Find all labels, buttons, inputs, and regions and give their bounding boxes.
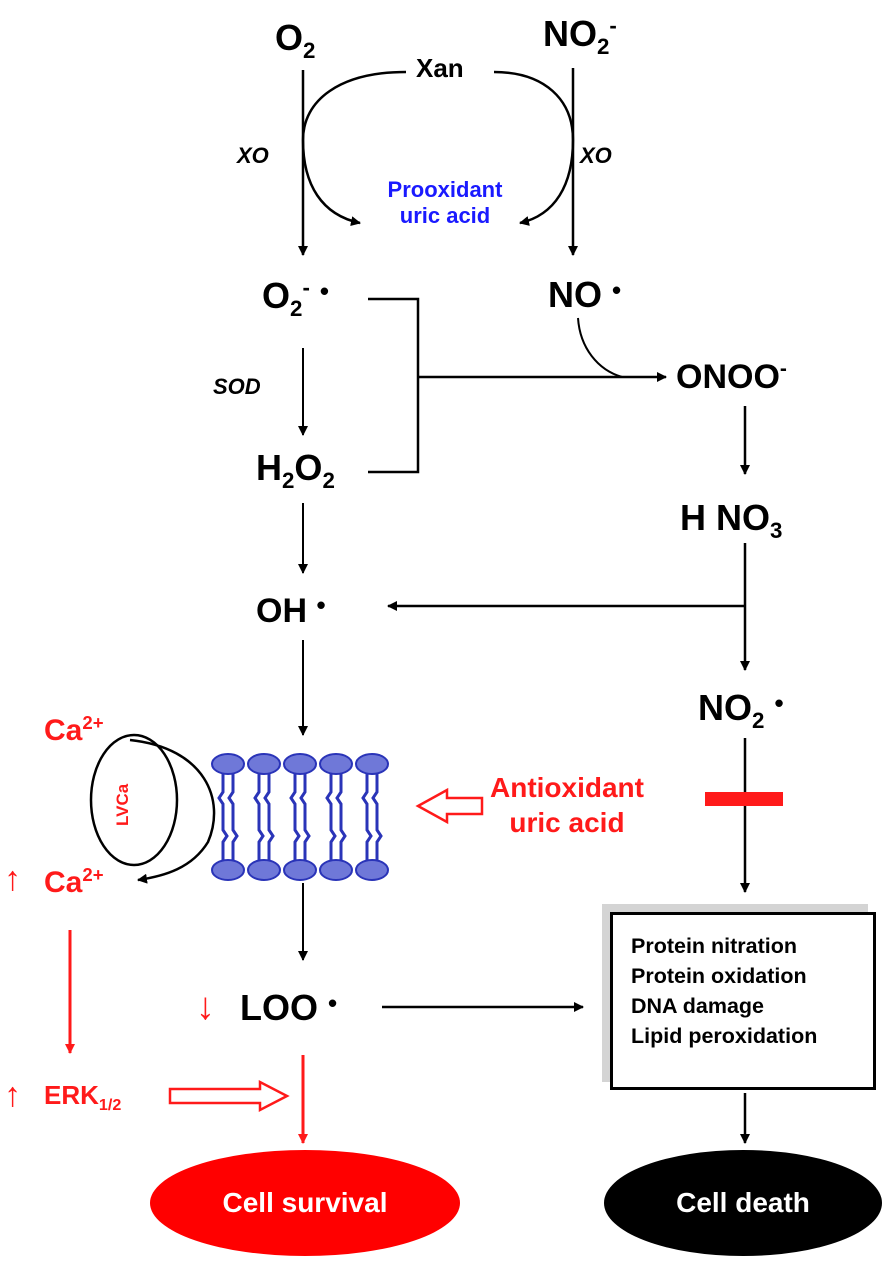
hollow-arrow-erk [168, 1079, 290, 1113]
damage-item: DNA damage [631, 994, 765, 1018]
lipid-head [319, 859, 353, 881]
lipid-tail [299, 774, 311, 860]
damage-item: Protein nitration [631, 934, 798, 958]
lipid-tail [361, 774, 373, 860]
lipid-tail [325, 774, 337, 860]
calcium-bottom-label: Ca2+ [44, 864, 104, 899]
arc-xan-left [301, 70, 407, 227]
hydroxyl-radical-label: OH • [256, 590, 326, 630]
lvca-channel-ring [89, 733, 179, 867]
lipid-tail [217, 774, 229, 860]
lipid-tail [253, 774, 265, 860]
sod-label: SOD [213, 374, 261, 399]
lipid-peroxyl-label: LOO • [240, 987, 338, 1028]
erk-label: ERK1/2 [44, 1080, 122, 1115]
phospholipid-pair [247, 753, 281, 881]
erk-up-arrow: ↑ [4, 1076, 21, 1114]
oxygen-label: O2 [275, 17, 316, 64]
phospholipid-pair [355, 753, 389, 881]
curve-no-join [577, 317, 623, 378]
nitric-acid-label: H NO3 [680, 497, 783, 544]
inhibition-bar [705, 792, 783, 806]
damage-item: Lipid peroxidation [631, 1024, 818, 1048]
phospholipid-pair [319, 753, 353, 881]
lipid-head [283, 859, 317, 881]
arc-xan-right [493, 70, 575, 226]
calcium-up-arrow: ↑ [4, 860, 21, 898]
xo-right-label: XO [580, 143, 612, 168]
lipid-head [247, 753, 281, 775]
phospholipid-pair [283, 753, 317, 881]
peroxynitrite-label: ONOO- [676, 357, 787, 396]
calcium-top-label: Ca2+ [44, 712, 104, 747]
nitrite-label: NO2- [543, 13, 617, 60]
lvca-channel-label: LVCa [113, 783, 132, 826]
xo-left-label: XO [237, 143, 269, 168]
lipid-head [247, 859, 281, 881]
lipid-head [211, 859, 245, 881]
lipid-tail [227, 774, 239, 860]
nitrogen-dioxide-label: NO2 • [698, 687, 784, 734]
phospholipid-pair [211, 753, 245, 881]
xanthine-label: Xan [416, 53, 464, 83]
lipid-head [355, 859, 389, 881]
cell-death-oval: Cell death [604, 1150, 882, 1256]
superoxide-label: O2- • [262, 275, 329, 322]
nitric-oxide-label: NO • [548, 274, 622, 315]
lipid-bilayer-membrane [211, 753, 389, 881]
damage-item: Protein oxidation [631, 964, 807, 988]
lipid-head [211, 753, 245, 775]
lipid-head [319, 753, 353, 775]
lipid-tail [371, 774, 383, 860]
cell-survival-oval: Cell survival [150, 1150, 460, 1256]
lipid-head [355, 753, 389, 775]
oxidative-damage-box: Protein nitration Protein oxidation DNA … [610, 912, 876, 1090]
bracket-ros [368, 297, 420, 474]
lipid-tail [263, 774, 275, 860]
hydrogen-peroxide-label: H2O2 [256, 447, 335, 494]
loo-down-arrow: ↓ [196, 986, 215, 1028]
lipid-head [283, 753, 317, 775]
arrow-calcium-influx [129, 738, 216, 884]
lipid-tail [335, 774, 347, 860]
hollow-arrow-antioxidant [415, 787, 484, 825]
lipid-tail [289, 774, 301, 860]
